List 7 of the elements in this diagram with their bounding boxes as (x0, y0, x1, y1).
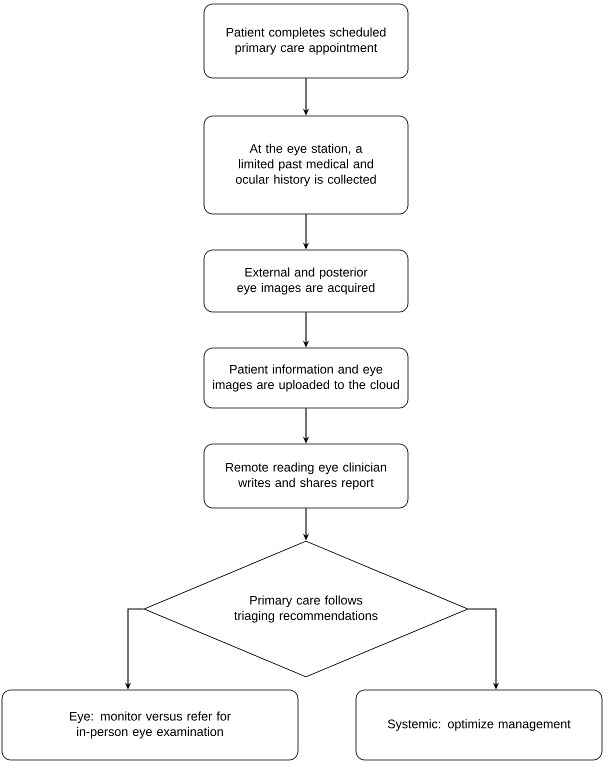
process-box: External and posterior eye images are acquired (204, 250, 408, 312)
process-box: Patient information and eye images are uploaded to the cloud (204, 348, 408, 408)
process-box: Systemic: optimize management (356, 690, 602, 760)
process-box: Patient completes scheduled primary care appointment (204, 4, 408, 78)
process-box: Eye: monitor versus refer for in-person eye examination (2, 690, 298, 760)
process-box: Remote reading eye clinician writes and shares report (204, 444, 408, 508)
process-box: At the eye station, a limited past medical and ocular history is collected (204, 116, 408, 214)
